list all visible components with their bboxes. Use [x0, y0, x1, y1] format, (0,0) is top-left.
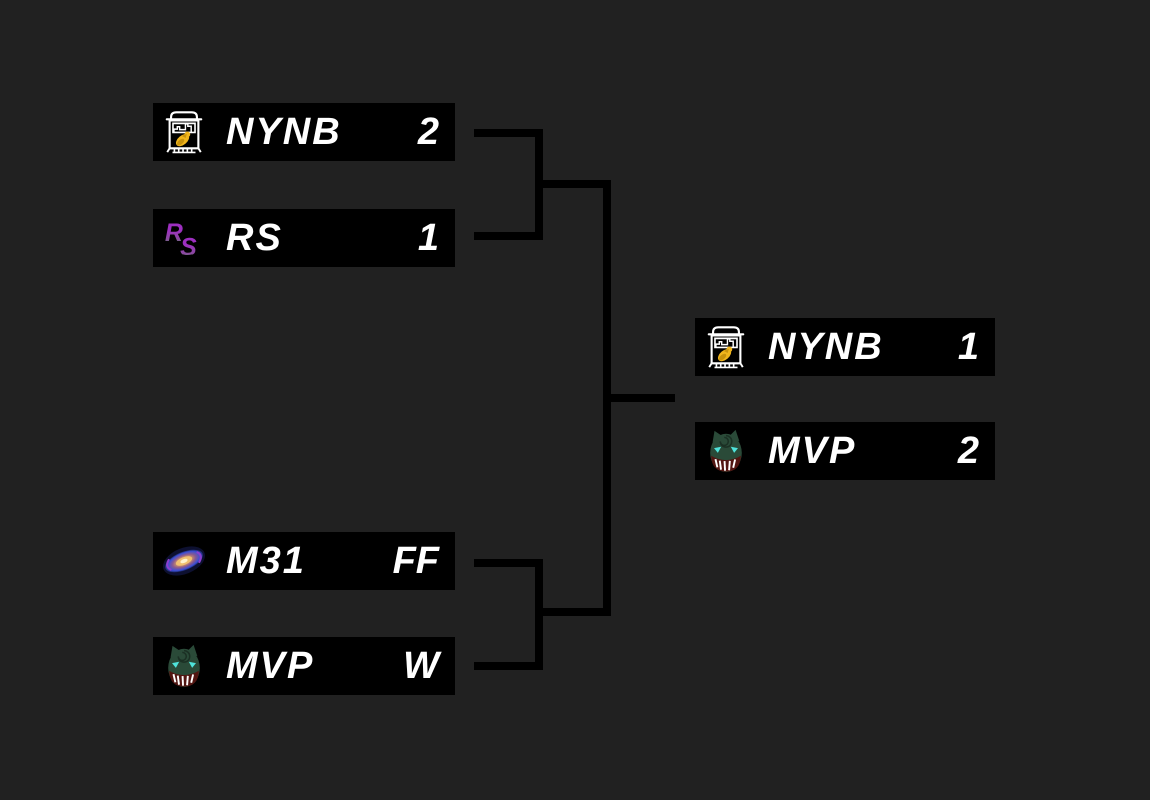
team-score: 2 — [957, 430, 979, 472]
team-name: NYNB — [226, 111, 342, 153]
connector-final-out — [603, 394, 675, 402]
team-score: W — [403, 645, 439, 687]
connector-sf2-out — [535, 608, 611, 616]
connector-sf1-top-stub — [474, 129, 543, 137]
team-slot-final-mvp[interactable]: MVP 2 — [695, 422, 995, 480]
connector-sf1-bottom-stub — [474, 232, 543, 240]
team-slot-sf2-m31[interactable]: M31 FF — [153, 532, 455, 590]
connector-sf2-bottom-stub — [474, 662, 543, 670]
team-slot-final-nynb[interactable]: NYNB 1 — [695, 318, 995, 376]
team-name: M31 — [226, 540, 306, 582]
team-name: MVP — [768, 430, 857, 472]
team-score: 1 — [957, 326, 979, 368]
connector-sf1-out — [535, 180, 611, 188]
train-pigeon-icon — [160, 108, 208, 156]
rs-letter-s: S — [180, 233, 197, 261]
team-name: RS — [226, 217, 283, 259]
fanged-monster-icon — [702, 427, 750, 475]
connector-sf2-top-stub — [474, 559, 543, 567]
team-slot-sf1-rs[interactable]: R S RS 1 — [153, 209, 455, 267]
team-score: 1 — [417, 217, 439, 259]
team-score: FF — [392, 540, 439, 582]
team-slot-sf2-mvp[interactable]: MVP W — [153, 637, 455, 695]
rs-monogram-icon: R S — [160, 214, 208, 262]
team-slot-sf1-nynb[interactable]: NYNB 2 — [153, 103, 455, 161]
team-score: 2 — [417, 111, 439, 153]
rs-letter-r: R — [165, 219, 183, 247]
team-name: MVP — [226, 645, 315, 687]
fanged-monster-icon — [160, 642, 208, 690]
andromeda-galaxy-icon — [160, 537, 208, 585]
train-pigeon-icon — [702, 323, 750, 371]
team-name: NYNB — [768, 326, 884, 368]
